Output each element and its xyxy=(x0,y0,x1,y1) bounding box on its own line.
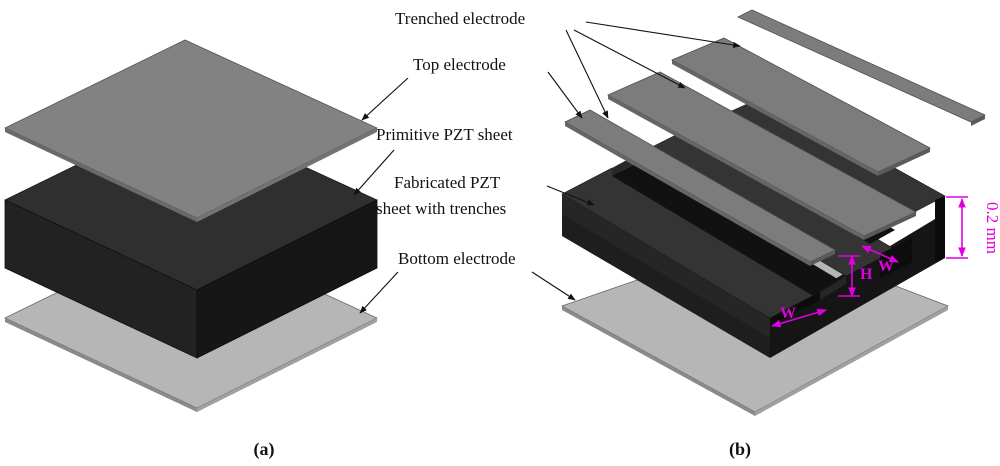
caption-b: (b) xyxy=(729,439,751,460)
pzt-sheet-side xyxy=(196,199,378,359)
leader-top-electrode-b xyxy=(547,71,583,119)
bottom-electrode-a-edge xyxy=(5,318,197,412)
dimension-annotations: 0.2 mm W H W xyxy=(771,196,1000,328)
leader-top-electrode-a xyxy=(361,77,409,121)
label-top-electrode: Top electrode xyxy=(413,55,506,74)
labels: Trenched electrode Top electrode Primiti… xyxy=(353,9,741,314)
width-label-bottom: W xyxy=(780,305,796,322)
width-label-right: W xyxy=(878,258,894,275)
thickness-label: 0.2 mm xyxy=(983,202,1000,254)
caption-a: (a) xyxy=(254,439,275,460)
label-trenched-electrode: Trenched electrode xyxy=(395,9,525,28)
leader-fabricated-pzt xyxy=(546,185,595,206)
label-fabricated-pzt-line2: sheet with trenches xyxy=(376,199,506,218)
label-fabricated-pzt-line1: Fabricated PZT xyxy=(394,173,501,192)
label-primitive-pzt: Primitive PZT sheet xyxy=(376,125,513,144)
leader-primitive-pzt xyxy=(353,149,395,196)
panel-a xyxy=(4,39,378,412)
leader-bottom-electrode-a xyxy=(359,271,399,314)
leader-trenched-1 xyxy=(585,21,741,48)
height-label: H xyxy=(860,266,873,283)
leader-trenched-3 xyxy=(565,29,609,119)
trenched-electrode-strips xyxy=(564,9,986,266)
leader-trenched-2 xyxy=(573,29,686,89)
label-bottom-electrode: Bottom electrode xyxy=(398,249,516,268)
panel-b: 0.2 mm W H W xyxy=(561,9,1000,416)
leader-bottom-electrode-b xyxy=(531,271,576,301)
